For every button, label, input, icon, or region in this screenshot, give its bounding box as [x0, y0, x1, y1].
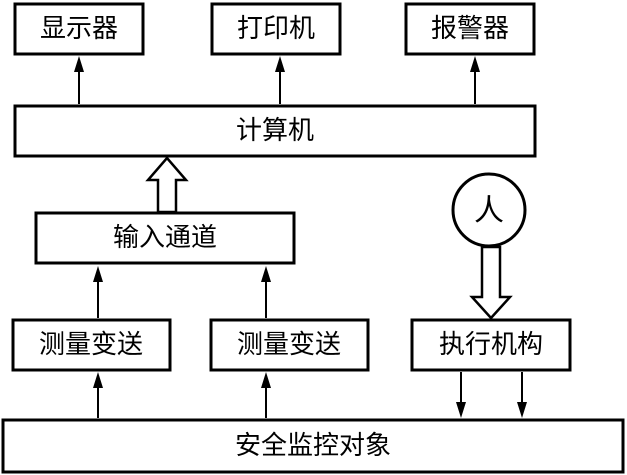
hollow-arrow-person-to-actuator — [469, 245, 513, 320]
measure-transmit-block-1: 测量变送 — [11, 318, 172, 372]
arrow-actuator-to-object-right — [517, 372, 527, 418]
printer-block: 打印机 — [210, 2, 342, 56]
arrow-computer-to-display — [74, 56, 84, 104]
arrow-measure2-to-input — [261, 266, 271, 318]
computer-block: 计算机 — [13, 104, 537, 158]
measure-transmit-label-2: 测量变送 — [237, 330, 341, 360]
arrow-object-to-measure2 — [261, 372, 271, 418]
input-channel-block: 输入通道 — [34, 211, 296, 265]
arrow-object-to-measure1 — [93, 372, 103, 418]
person-label: 人 — [474, 194, 504, 229]
arrow-computer-to-alarm — [470, 56, 480, 104]
alarm-label: 报警器 — [431, 14, 509, 44]
monitored-object-block: 安全监控对象 — [1, 418, 625, 474]
actuator-block: 执行机构 — [410, 318, 572, 372]
input-channel-label: 输入通道 — [113, 223, 217, 253]
printer-label: 打印机 — [237, 14, 315, 44]
person-node: 人 — [451, 172, 527, 248]
display-label: 显示器 — [40, 14, 118, 44]
hollow-arrow-input-to-computer — [145, 156, 189, 214]
measure-transmit-block-2: 测量变送 — [209, 318, 370, 372]
display-block: 显示器 — [13, 2, 145, 56]
alarm-block: 报警器 — [404, 2, 536, 56]
monitored-object-label: 安全监控对象 — [235, 431, 391, 461]
arrow-measure1-to-input — [93, 266, 103, 318]
arrow-actuator-to-object-left — [456, 372, 466, 418]
arrow-computer-to-printer — [275, 56, 285, 104]
actuator-label: 执行机构 — [439, 330, 543, 360]
computer-label: 计算机 — [236, 116, 314, 146]
measure-transmit-label-1: 测量变送 — [39, 330, 143, 360]
